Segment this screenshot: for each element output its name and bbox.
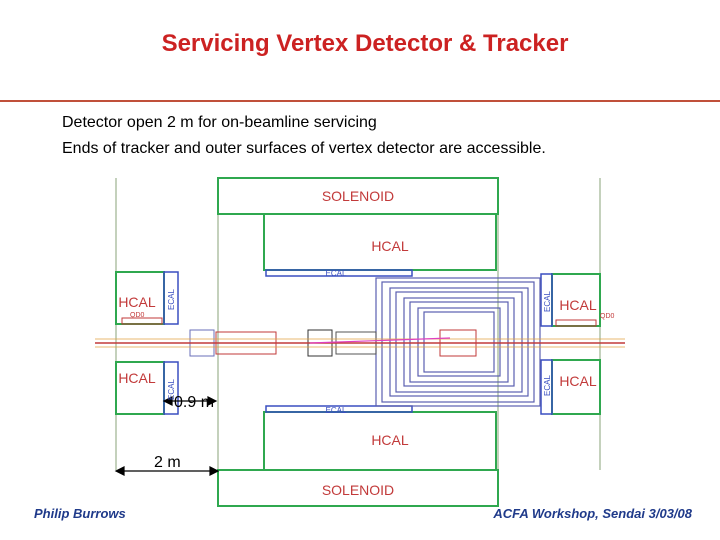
title-divider [0, 100, 720, 102]
ecal-right-top-box [540, 273, 553, 327]
ecal-right-top-label: ECAL [543, 291, 552, 312]
dim-2m-arrow [114, 466, 220, 476]
hcal-right-top-label: HCAL [559, 297, 597, 313]
ecal-bottom-label: ECAL [326, 406, 347, 415]
dim-2m-label: 2 m [154, 454, 181, 471]
bullet-detector-open: Detector open 2 m for on-beamline servic… [62, 114, 377, 131]
hcal-left-bottom-label: HCAL [118, 370, 156, 386]
ecal-left-bottom-box [163, 361, 179, 415]
ecal-right-bottom-box [540, 359, 553, 415]
tracker-nested-frames [375, 277, 541, 407]
crossing-beam [309, 337, 451, 344]
slide-title: Servicing Vertex Detector & Tracker [161, 30, 569, 57]
hcal-top-label: HCAL [371, 238, 409, 254]
hcal-right-bottom-label: HCAL [559, 373, 597, 389]
qd0-left-label: QD0 [130, 312, 145, 319]
qd0-right-label: QD0 [600, 313, 615, 320]
hcal-bottom-label: HCAL [371, 432, 409, 448]
ecal-right-bottom-label: ECAL [543, 375, 552, 396]
hcal-left-top-label: HCAL [118, 294, 156, 310]
ecal-left-top-box [163, 271, 179, 325]
solenoid-top-label: SOLENOID [322, 188, 394, 204]
dim-09m-label: 0.9 m [174, 394, 214, 411]
ecal-left-bottom-label: ECAL [167, 379, 176, 400]
ecal-top-label: ECAL [326, 269, 347, 278]
footer-event: ACFA Workshop, Sendai 3/03/08 [493, 506, 692, 521]
ecal-bottom-strip [265, 405, 413, 413]
solenoid-bottom-label: SOLENOID [322, 482, 394, 498]
ecal-left-top-label: ECAL [167, 289, 176, 310]
qd0-left-magnet [121, 317, 163, 325]
bullet-ends-accessible: Ends of tracker and outer surfaces of ve… [62, 140, 546, 157]
ecal-top-strip [265, 269, 413, 277]
footer-author: Philip Burrows [34, 506, 126, 521]
qd0-right-magnet [555, 319, 597, 327]
dim-09m-arrow [162, 396, 218, 406]
